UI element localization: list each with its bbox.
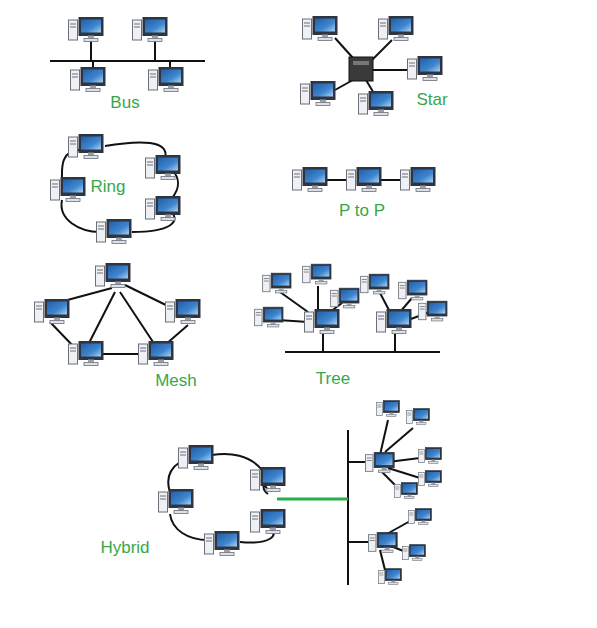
link-lines: [50, 38, 440, 585]
hybrid-link: [277, 498, 348, 501]
topology-label: Hybrid: [100, 538, 149, 558]
topology-label: P to P: [339, 201, 385, 221]
hub-symbol: [349, 57, 373, 81]
topology-label: Mesh: [155, 371, 197, 391]
hub-symbol: [353, 61, 369, 65]
topology-label: Tree: [316, 369, 350, 389]
topology-label: Ring: [91, 177, 126, 197]
topology-label: Bus: [110, 93, 139, 113]
computer-icons: [35, 17, 447, 585]
topology-label: Star: [416, 90, 447, 110]
